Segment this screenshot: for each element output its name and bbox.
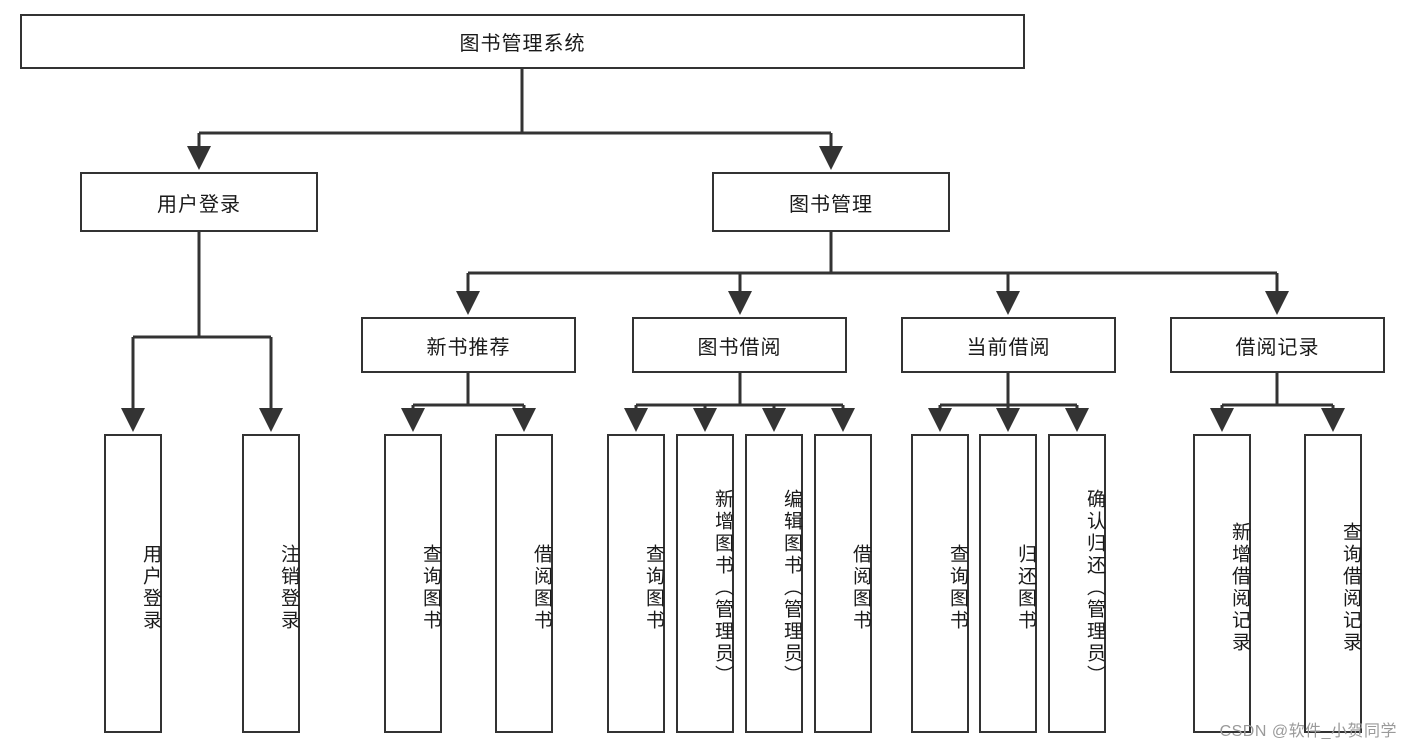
node-book-borrow[interactable]: 图书借阅 [632,317,847,373]
node-leaf-add-record[interactable]: 新增借阅记录 [1193,434,1251,733]
node-label: 新增借阅记录 [1229,521,1250,654]
node-leaf-query-book-3[interactable]: 查询图书 [911,434,969,733]
node-new-book-recommend[interactable]: 新书推荐 [361,317,576,373]
node-label: 查询借阅记录 [1340,521,1361,654]
node-leaf-add-book[interactable]: 新增图书（管理员） [676,434,734,733]
node-leaf-query-book-1[interactable]: 查询图书 [384,434,442,733]
node-label: 查询图书 [947,543,968,632]
node-leaf-user-login[interactable]: 用户登录 [104,434,162,733]
node-user-login[interactable]: 用户登录 [80,172,318,232]
node-label: 图书借阅 [697,336,782,359]
node-label: 确认归还（管理员） [1084,488,1105,687]
node-leaf-borrow-book-1[interactable]: 借阅图书 [495,434,553,733]
node-leaf-return-book[interactable]: 归还图书 [979,434,1037,733]
node-label: 归还图书 [1015,543,1036,632]
node-label: 借阅图书 [850,543,871,632]
node-label: 注销登录 [278,543,299,632]
node-label: 新增图书（管理员） [712,488,733,687]
node-label: 借阅记录 [1235,336,1320,359]
node-leaf-query-record[interactable]: 查询借阅记录 [1304,434,1362,733]
node-leaf-borrow-book-2[interactable]: 借阅图书 [814,434,872,733]
node-leaf-query-book-2[interactable]: 查询图书 [607,434,665,733]
node-label: 图书管理系统 [459,33,586,55]
node-leaf-edit-book[interactable]: 编辑图书（管理员） [745,434,803,733]
node-book-management[interactable]: 图书管理 [712,172,950,232]
node-label: 用户登录 [157,193,241,216]
node-label: 当前借阅 [966,336,1051,359]
node-label: 编辑图书（管理员） [781,488,802,687]
node-label: 用户登录 [140,543,161,632]
node-book-management-system[interactable]: 图书管理系统 [20,14,1025,69]
node-current-borrow[interactable]: 当前借阅 [901,317,1116,373]
node-label: 图书管理 [789,193,873,216]
node-label: 借阅图书 [531,543,552,632]
node-borrow-record[interactable]: 借阅记录 [1170,317,1385,373]
node-label: 查询图书 [643,543,664,632]
node-label: 查询图书 [420,543,441,632]
node-label: 新书推荐 [426,336,511,359]
node-leaf-logout-login[interactable]: 注销登录 [242,434,300,733]
node-leaf-confirm-return[interactable]: 确认归还（管理员） [1048,434,1106,733]
